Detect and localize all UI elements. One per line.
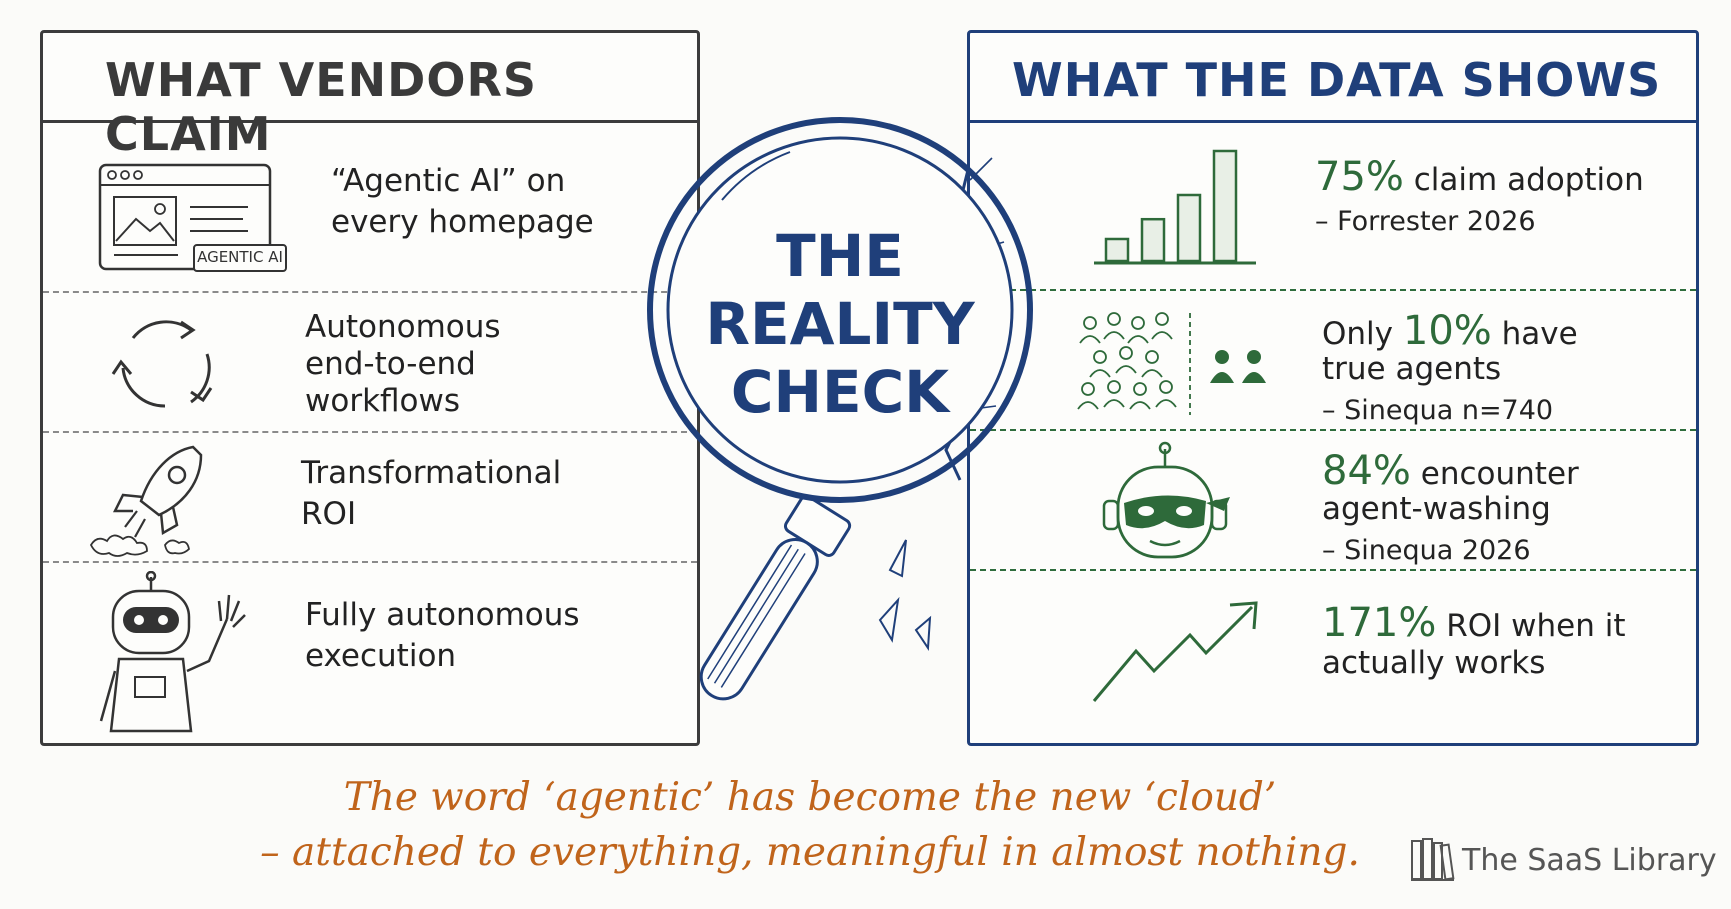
stat-value: 75%	[1315, 154, 1404, 200]
data-text: Only 10% have true agents – Sinequa n=74…	[1322, 311, 1578, 431]
claim-text: “Agentic AI” on every homepage	[331, 163, 594, 240]
claim-text: Transformational ROI	[301, 455, 562, 532]
cycle-arrows-icon	[111, 320, 213, 408]
vendor-claims-header: WHAT VENDORS CLAIM	[43, 33, 697, 161]
stat-source: – Sinequa 2026	[1322, 535, 1531, 566]
vendor-claims-panel: WHAT VENDORS CLAIM AGENTIC AI “Agentic A…	[40, 30, 700, 746]
claim-item: Fully autonomous execution	[43, 563, 697, 743]
browser-window-icon	[98, 163, 287, 272]
stat-value: 10%	[1402, 308, 1492, 354]
data-text: 75% claim adoption – Forrester 2026	[1315, 157, 1644, 242]
waving-robot-icon	[99, 571, 246, 733]
magnifying-glass-icon	[647, 117, 1033, 701]
data-item: 75% claim adoption – Forrester 2026	[970, 123, 1696, 291]
data-header: WHAT THE DATA SHOWS	[970, 33, 1696, 123]
books-icon	[1411, 838, 1455, 881]
data-panel: WHAT THE DATA SHOWS 75% claim adoption –…	[967, 30, 1699, 746]
brand-name: The SaaS Library	[1462, 843, 1717, 878]
bar-chart-icon-bar	[1140, 217, 1166, 263]
people-crowd-icon	[1077, 312, 1266, 415]
agentic-ai-badge: AGENTIC AI	[197, 248, 283, 266]
data-item: 171% ROI when it actually works	[970, 571, 1696, 743]
claim-item: Transformational ROI	[43, 433, 697, 563]
claim-text: Fully autonomous execution	[305, 597, 580, 674]
stat-value: 171%	[1322, 600, 1437, 646]
data-item: Only 10% have true agents – Sinequa n=74…	[970, 291, 1696, 431]
reality-check-magnifier: THE REALITY CHECK	[640, 100, 1060, 740]
masked-robot-icon	[1102, 441, 1230, 559]
data-text: 171% ROI when it actually works	[1322, 600, 1626, 682]
bar-chart-icon-bar	[1176, 193, 1202, 263]
bar-chart-icon-bar	[1104, 237, 1130, 263]
vendor-claims-title: WHAT VENDORS CLAIM	[105, 53, 538, 161]
claim-text: Autonomous end-to-end workflows	[305, 309, 501, 419]
claim-item: AGENTIC AI “Agentic AI” on every homepag…	[43, 123, 697, 293]
data-title: WHAT THE DATA SHOWS	[1012, 53, 1662, 107]
stat-value: 84%	[1322, 448, 1411, 494]
claim-item: Autonomous end-to-end workflows	[43, 293, 697, 433]
stat-source: – Sinequa n=740	[1322, 395, 1554, 426]
trend-arrow-icon	[1092, 601, 1258, 702]
bar-chart-icon	[1094, 149, 1256, 265]
rocket-icon	[89, 445, 203, 557]
reality-check-title: THE REALITY CHECK	[705, 222, 975, 426]
stat-source: – Forrester 2026	[1315, 206, 1536, 237]
data-item: 84% encounter agent-washing – Sinequa 20…	[970, 431, 1696, 571]
data-text: 84% encounter agent-washing – Sinequa 20…	[1322, 451, 1579, 571]
caption: The word ‘agentic’ has become the new ‘c…	[260, 775, 1360, 875]
bar-chart-icon-bar	[1212, 149, 1238, 263]
